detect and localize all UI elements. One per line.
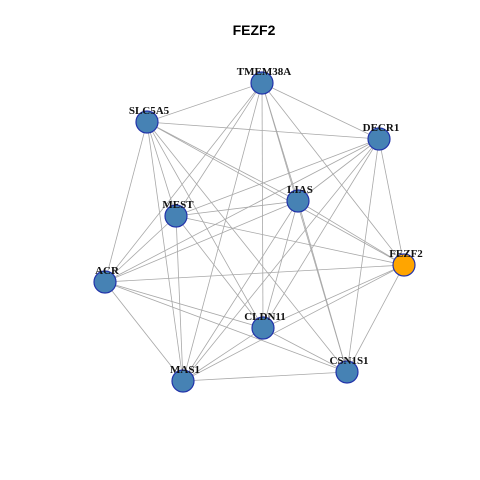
edge-mest-mas1	[175, 215, 184, 382]
edge-lias-fezf2	[297, 200, 405, 266]
edge-decr1-mas1	[182, 138, 380, 382]
edge-fezf2-csn1s1	[346, 264, 405, 373]
edge-mest-fezf2	[175, 215, 405, 266]
edge-acr-cldn11	[104, 281, 264, 329]
edge-decr1-cldn11	[262, 138, 380, 329]
edge-mest-cldn11	[175, 215, 264, 329]
edge-tmem38a-mest	[175, 82, 263, 217]
edge-layer	[104, 82, 405, 382]
node-fezf2[interactable]	[392, 253, 416, 277]
edge-slc5a5-mest	[146, 121, 177, 217]
node-csn1s1[interactable]	[335, 360, 359, 384]
edge-decr1-csn1s1	[346, 138, 380, 373]
edge-fezf2-mas1	[182, 264, 405, 382]
node-label-csn1s1: CSN1S1	[329, 355, 368, 367]
edge-slc5a5-lias	[146, 121, 299, 202]
edge-tmem38a-slc5a5	[146, 82, 263, 123]
edge-tmem38a-decr1	[261, 82, 380, 140]
edge-decr1-fezf2	[378, 138, 405, 266]
edge-cldn11-mas1	[182, 327, 264, 382]
node-label-decr1: DECR1	[363, 122, 400, 134]
edge-cldn11-csn1s1	[262, 327, 348, 373]
edge-acr-mas1	[104, 281, 184, 382]
node-label-slc5a5: SLC5A5	[129, 105, 170, 117]
edge-fezf2-cldn11	[262, 264, 405, 329]
node-tmem38a[interactable]	[250, 71, 274, 95]
edge-tmem38a-mas1	[182, 82, 263, 382]
edge-lias-mest	[175, 200, 299, 217]
node-label-fezf2: FEZF2	[389, 248, 423, 260]
edge-fezf2-acr	[104, 264, 405, 283]
edge-lias-csn1s1	[297, 200, 348, 373]
node-layer	[93, 71, 416, 393]
edge-slc5a5-csn1s1	[146, 121, 348, 373]
edge-slc5a5-decr1	[146, 121, 380, 140]
edge-mest-acr	[104, 215, 177, 283]
node-cldn11[interactable]	[251, 316, 275, 340]
edge-decr1-lias	[297, 138, 380, 202]
edge-lias-mas1	[182, 200, 299, 382]
edge-mas1-csn1s1	[182, 371, 348, 382]
edge-slc5a5-fezf2	[146, 121, 405, 266]
node-label-mas1: MAS1	[170, 364, 200, 376]
edge-slc5a5-acr	[104, 121, 148, 283]
graph-title: FEZF2	[233, 22, 276, 38]
node-slc5a5[interactable]	[135, 110, 159, 134]
node-label-cldn11: CLDN11	[244, 311, 286, 323]
node-label-acr: ACR	[95, 265, 120, 277]
node-lias[interactable]	[286, 189, 310, 213]
edge-decr1-mest	[175, 138, 380, 217]
node-acr[interactable]	[93, 270, 117, 294]
node-mas1[interactable]	[171, 369, 195, 393]
node-mest[interactable]	[164, 204, 188, 228]
edge-lias-cldn11	[262, 200, 299, 329]
edge-lias-acr	[104, 200, 299, 283]
node-label-tmem38a: TMEM38A	[237, 66, 291, 78]
edge-slc5a5-cldn11	[146, 121, 264, 329]
node-decr1[interactable]	[367, 127, 391, 151]
edge-acr-csn1s1	[104, 281, 348, 373]
edge-decr1-acr	[104, 138, 380, 283]
node-label-mest: MEST	[162, 199, 194, 211]
edge-slc5a5-mas1	[146, 121, 184, 382]
node-label-lias: LIAS	[287, 184, 313, 196]
edge-tmem38a-acr	[104, 82, 263, 283]
